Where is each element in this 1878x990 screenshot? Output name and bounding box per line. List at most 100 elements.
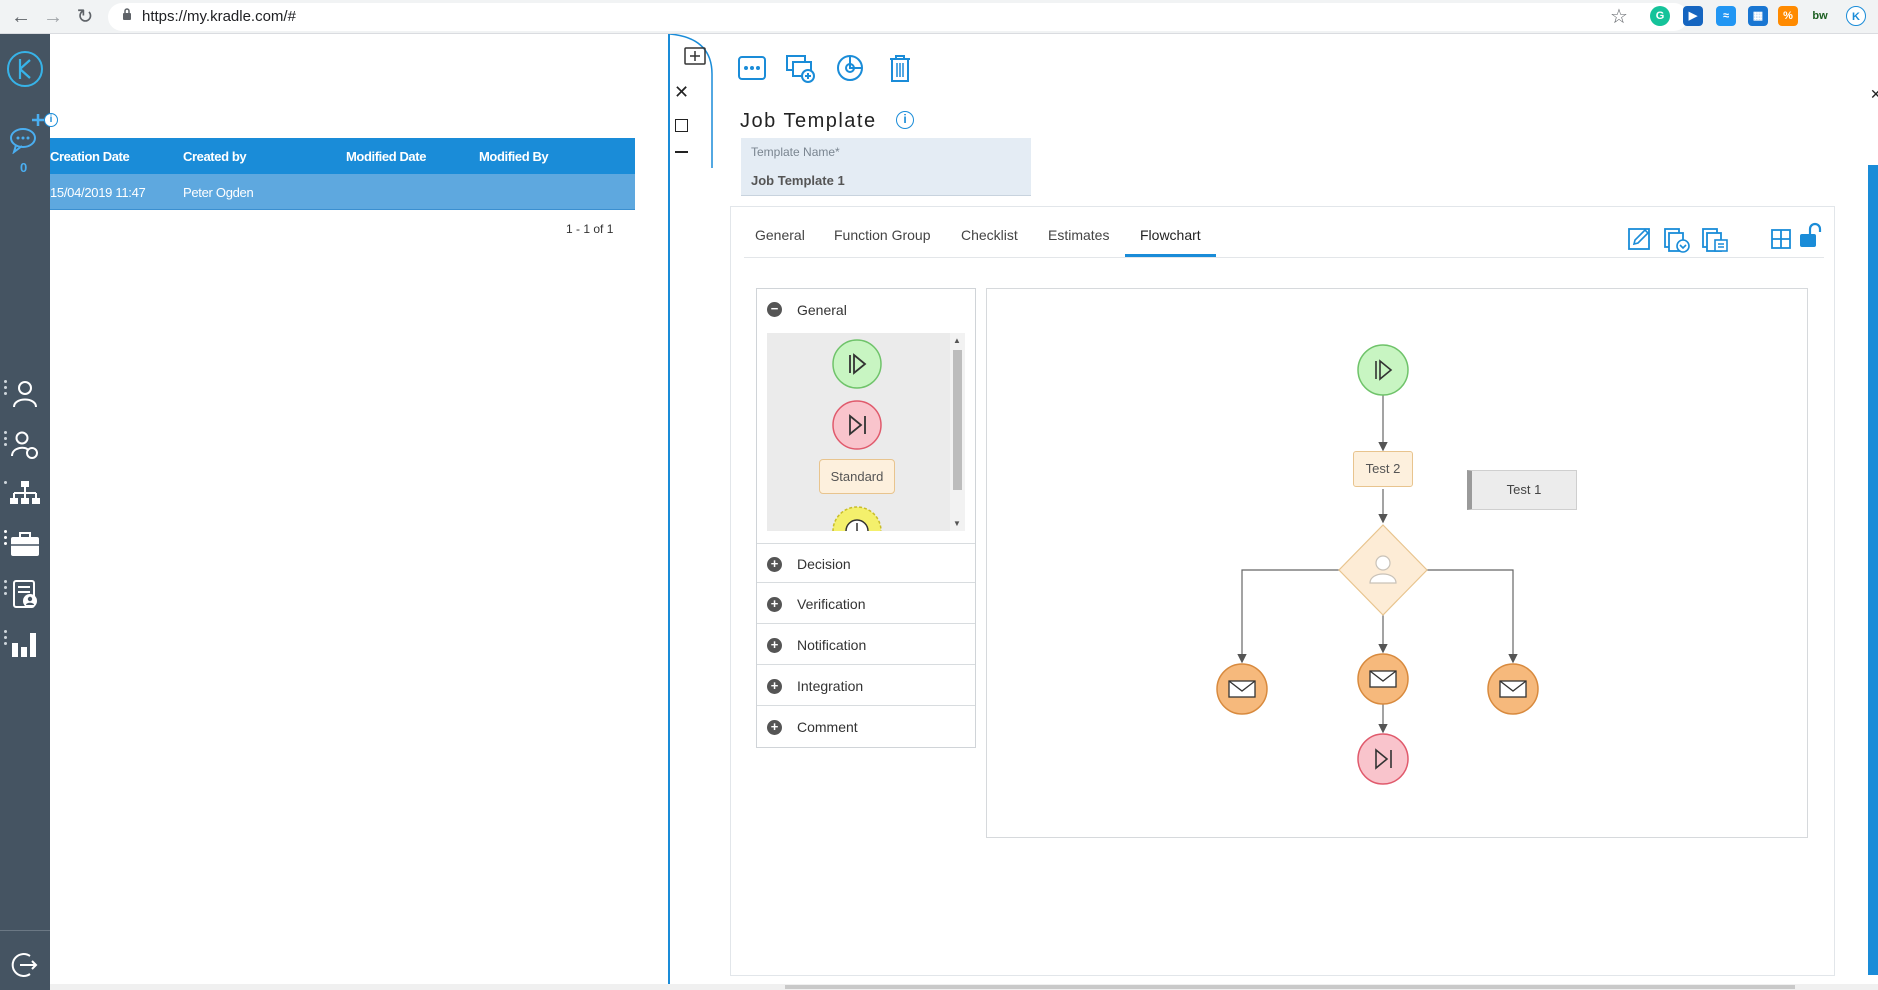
flow-notification-node-middle[interactable]: [1357, 653, 1409, 705]
flow-decision-node[interactable]: [1338, 524, 1428, 616]
extension-icon-5[interactable]: %: [1778, 6, 1798, 26]
grid-icon[interactable]: [1770, 228, 1792, 250]
expand-icon[interactable]: +: [767, 638, 782, 653]
far-right-close-icon[interactable]: ✕: [1870, 86, 1878, 102]
horizontal-scroll-thumb[interactable]: [785, 985, 1795, 989]
bookmark-star-icon[interactable]: ☆: [1610, 6, 1628, 28]
column-header[interactable]: Created by: [183, 149, 247, 164]
active-tab-indicator: [1125, 254, 1216, 257]
extension-icon-2[interactable]: ▶: [1683, 6, 1703, 26]
template-name-label: Template Name*: [751, 145, 840, 159]
content-frame: [730, 206, 1835, 976]
flow-start-node[interactable]: [1357, 344, 1409, 396]
flow-notification-node-left[interactable]: [1216, 663, 1268, 715]
tab-estimates[interactable]: Estimates: [1048, 227, 1110, 243]
extension-icon-3[interactable]: ≈: [1716, 6, 1736, 26]
connector-decision-left: [1237, 569, 1339, 664]
user-search-icon[interactable]: [8, 428, 42, 462]
palette-scroll-thumb[interactable]: [953, 350, 962, 490]
tab-checklist[interactable]: Checklist: [961, 227, 1018, 243]
flow-task-node[interactable]: Test 2: [1353, 451, 1413, 487]
more-options-icon[interactable]: [736, 52, 768, 84]
timer-node-tool[interactable]: [831, 505, 883, 531]
palette-section-general[interactable]: − General: [757, 289, 975, 333]
end-node-tool[interactable]: [831, 399, 883, 451]
tab-flowchart[interactable]: Flowchart: [1140, 227, 1201, 243]
title-info-icon[interactable]: i: [896, 111, 914, 129]
kradle-logo[interactable]: [5, 49, 45, 89]
scroll-up-icon[interactable]: ▲: [953, 336, 961, 345]
flowchart-canvas[interactable]: Test 2 Test 1: [986, 288, 1808, 838]
template-name-field[interactable]: [741, 138, 1031, 196]
briefcase-icon[interactable]: [8, 527, 42, 561]
unlock-icon[interactable]: [1798, 222, 1824, 250]
list-info-icon[interactable]: i: [44, 113, 58, 127]
flow-notification-node-right[interactable]: [1487, 663, 1539, 715]
tab-general[interactable]: General: [755, 227, 805, 243]
close-icon[interactable]: ✕: [674, 82, 690, 102]
drag-handle: [4, 380, 8, 398]
table-row[interactable]: 15/04/2019 11:47 Peter Ogden: [50, 174, 635, 210]
user-icon[interactable]: [8, 377, 42, 411]
palette-section-comment[interactable]: + Comment: [757, 707, 975, 747]
extension-icon-4[interactable]: ▦: [1748, 6, 1768, 26]
column-header[interactable]: Modified By: [479, 149, 549, 164]
column-header[interactable]: Modified Date: [346, 149, 427, 164]
clipboard-user-icon[interactable]: [8, 577, 42, 611]
minimize-icon[interactable]: [675, 151, 688, 153]
copy-dropdown-icon[interactable]: [1662, 226, 1692, 254]
url-text[interactable]: https://my.kradle.com/#: [142, 8, 296, 25]
delete-icon[interactable]: [884, 52, 916, 84]
expand-icon[interactable]: +: [767, 720, 782, 735]
scroll-down-icon[interactable]: ▼: [953, 519, 961, 528]
app-sidebar: 0: [0, 34, 50, 990]
table-cell: Peter Ogden: [183, 185, 254, 200]
list-table-header: Creation Date Created by Modified Date M…: [50, 138, 635, 174]
bar-chart-icon[interactable]: [8, 627, 42, 661]
maximize-icon[interactable]: [675, 119, 688, 132]
collapse-icon[interactable]: −: [767, 302, 782, 317]
reload-icon[interactable]: ↻: [76, 6, 94, 28]
palette-section-label: Integration: [797, 678, 864, 694]
tab-function-group[interactable]: Function Group: [834, 227, 931, 243]
palette-section-label: Comment: [797, 719, 858, 735]
address-bar[interactable]: [108, 3, 1688, 31]
back-icon[interactable]: ←: [11, 6, 31, 28]
forward-icon[interactable]: →: [43, 6, 63, 28]
flow-end-node[interactable]: [1357, 733, 1409, 785]
kradle-extension-icon[interactable]: K: [1846, 6, 1866, 26]
column-header[interactable]: Creation Date: [50, 149, 130, 164]
chat-add-icon[interactable]: [8, 112, 46, 154]
expand-icon[interactable]: +: [767, 557, 782, 572]
panel-divider[interactable]: [668, 34, 670, 990]
palette-items: Standard: [767, 333, 965, 531]
palette-section-decision[interactable]: + Decision: [757, 543, 975, 583]
template-name-value[interactable]: Job Template 1: [751, 173, 845, 188]
duplicate-add-icon[interactable]: [784, 52, 816, 84]
palette-section-notification[interactable]: + Notification: [757, 625, 975, 665]
drag-handle: [4, 481, 8, 487]
extension-icon-6[interactable]: bw: [1812, 10, 1828, 22]
palette-section-label: Decision: [797, 556, 851, 572]
palette-section-integration[interactable]: + Integration: [757, 666, 975, 706]
palette-section-verification[interactable]: + Verification: [757, 584, 975, 624]
expand-icon[interactable]: +: [767, 679, 782, 694]
panel-toggle-icon[interactable]: [683, 45, 707, 67]
grammarly-extension-icon[interactable]: G: [1650, 6, 1670, 26]
drag-handle: [4, 530, 8, 548]
browser-toolbar: ← → ↻ https://my.kradle.com/# ☆ G ▶ ≈ ▦ …: [0, 0, 1878, 34]
report-chart-icon[interactable]: [834, 52, 866, 84]
palette-section-label: Notification: [797, 637, 867, 653]
edit-icon[interactable]: [1627, 226, 1653, 252]
start-node-tool[interactable]: [831, 338, 883, 390]
flow-floating-node[interactable]: Test 1: [1467, 470, 1577, 510]
drag-handle: [4, 630, 8, 648]
org-chart-icon[interactable]: [8, 478, 42, 512]
flowchart-diagram: [1216, 344, 1539, 785]
paste-icon[interactable]: [1700, 226, 1730, 254]
standard-task-tool[interactable]: Standard: [819, 459, 895, 494]
expand-icon[interactable]: +: [767, 597, 782, 612]
drag-handle: [4, 580, 8, 598]
connector-decision-right: [1427, 569, 1518, 664]
logout-icon[interactable]: [8, 948, 42, 982]
